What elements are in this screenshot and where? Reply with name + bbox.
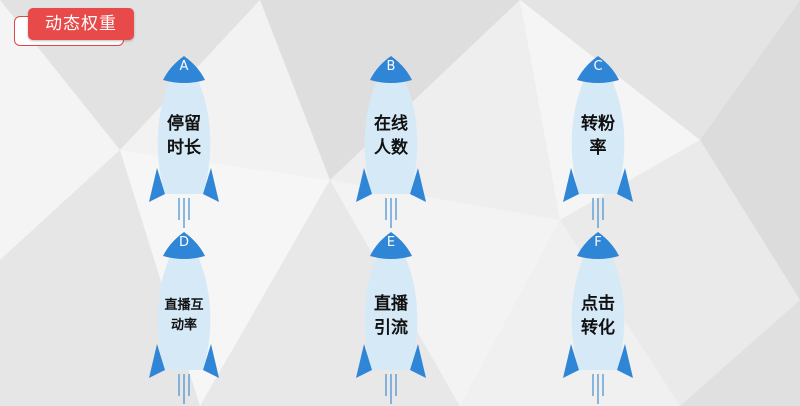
rocket-label: 点击 转化 — [581, 294, 615, 338]
rocket-letter: D — [178, 235, 189, 250]
rocket-icon — [356, 232, 426, 404]
rocket-label: 直播互 动率 — [164, 298, 204, 333]
rocket-f: F 点击 转化 — [553, 228, 643, 406]
rocket-icon — [149, 56, 219, 228]
rocket-icon — [149, 232, 219, 404]
rocket-e: E 直播 引流 — [346, 228, 436, 406]
rocket-letter: C — [593, 59, 603, 74]
rocket-icon — [356, 56, 426, 228]
rocket-c: C 转粉 率 — [553, 52, 643, 230]
rocket-label: 在线 人数 — [374, 114, 408, 158]
rocket-letter: E — [386, 235, 396, 250]
rocket-b: B 在线 人数 — [346, 52, 436, 230]
rocket-letter: B — [386, 59, 396, 74]
rocket-a: A 停留 时长 — [139, 52, 229, 230]
rocket-d: D 直播互 动率 — [139, 228, 229, 406]
rocket-label: 停留 时长 — [167, 114, 201, 158]
rocket-letter: A — [179, 59, 189, 74]
rocket-icon — [563, 232, 633, 404]
title-badge: 动态权重 — [14, 8, 136, 48]
rocket-letter: F — [594, 235, 602, 250]
rocket-icon — [563, 56, 633, 228]
rocket-label: 直播 引流 — [374, 294, 408, 338]
rocket-label: 转粉 率 — [581, 114, 615, 158]
page-title: 动态权重 — [28, 8, 134, 40]
